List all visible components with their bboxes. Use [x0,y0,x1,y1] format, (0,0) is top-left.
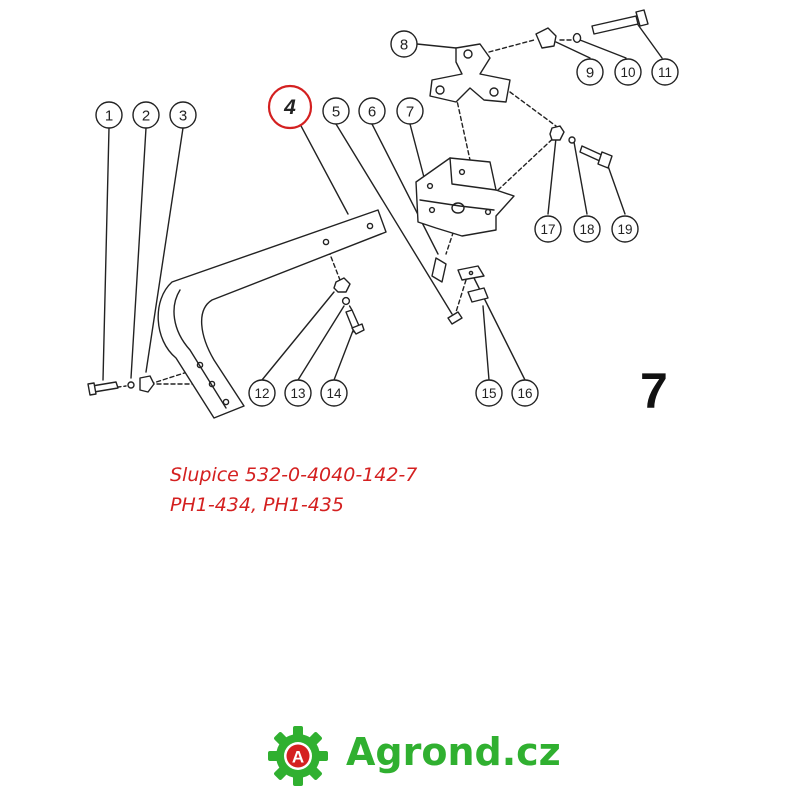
bolt-part-5 [447,311,463,325]
figure-number: 7 [640,363,668,419]
callout-label: 4 [283,96,296,119]
part-name-and-number: Slupice 532-0-4040-142-7 [170,464,418,486]
clip-part-16 [457,265,485,281]
callout-label: 1 [105,108,113,125]
callout-label: 8 [400,37,408,54]
callout-11: 11 [651,58,679,86]
machine-models: PH1-434, PH1-435 [170,494,344,516]
pin-part-6 [431,257,447,283]
logo-badge-letter: A [292,748,304,767]
parts-diagram: 1 2 3 4 5 6 7 8 [87,9,679,419]
callout-15: 15 [475,379,503,407]
agrond-logo: A Agrond.cz [266,724,566,788]
callout-19: 19 [611,215,639,243]
callout-6: 6 [358,97,386,125]
nut-part-12 [333,277,351,293]
washer-part-10 [572,32,582,44]
tine-part-4 [157,209,387,419]
callout-14: 14 [320,379,348,407]
callout-label: 6 [368,104,376,121]
callout-label: 3 [179,108,187,125]
callout-12: 12 [248,379,276,407]
washer-part-18 [568,136,576,144]
callout-label: 12 [254,386,269,401]
callout-label: 2 [142,108,150,125]
callout-1: 1 [95,101,123,129]
washer-part-2 [127,381,135,389]
callout-label: 9 [586,65,594,82]
callout-label: 15 [481,386,496,401]
callout-4-highlighted: 4 [267,84,313,130]
gear-icon: A [268,726,328,786]
callout-label: 18 [579,222,594,237]
diagram-drawing [87,9,663,419]
callout-9: 9 [576,58,604,86]
callout-2: 2 [132,101,160,129]
callout-18: 18 [573,215,601,243]
clip-part-15 [467,287,489,303]
callout-17: 17 [534,215,562,243]
bolt-part-19 [579,145,613,169]
cap-part-9 [535,27,557,49]
callout-label: 16 [517,386,532,401]
callout-label: 7 [406,104,414,121]
part-caption: Slupice 532-0-4040-142-7 PH1-434, PH1-43… [170,460,417,520]
callout-3: 3 [169,101,197,129]
callout-label: 5 [332,104,340,121]
callout-label: 14 [326,386,342,401]
leader-lines [102,21,663,381]
callout-label: 10 [620,65,635,80]
callout-label: 17 [540,222,555,237]
nut-part-17 [549,125,565,141]
logo-text: Agrond.cz [346,730,561,774]
callout-label: 11 [658,65,672,80]
callout-label: 13 [290,386,305,401]
bolt-part-1 [87,381,119,396]
nut-part-3 [139,375,155,393]
callout-8: 8 [390,30,418,58]
callout-16: 16 [511,379,539,407]
washer-part-13 [341,296,351,306]
callout-13: 13 [284,379,312,407]
plate-part-8 [429,43,511,103]
callout-label: 19 [617,222,632,237]
bolt-part-14 [345,309,365,335]
bracket-part-7 [415,157,515,237]
callout-5: 5 [322,97,350,125]
callout-10: 10 [614,58,642,86]
bolt-part-11 [591,9,649,35]
callout-7: 7 [396,97,424,125]
